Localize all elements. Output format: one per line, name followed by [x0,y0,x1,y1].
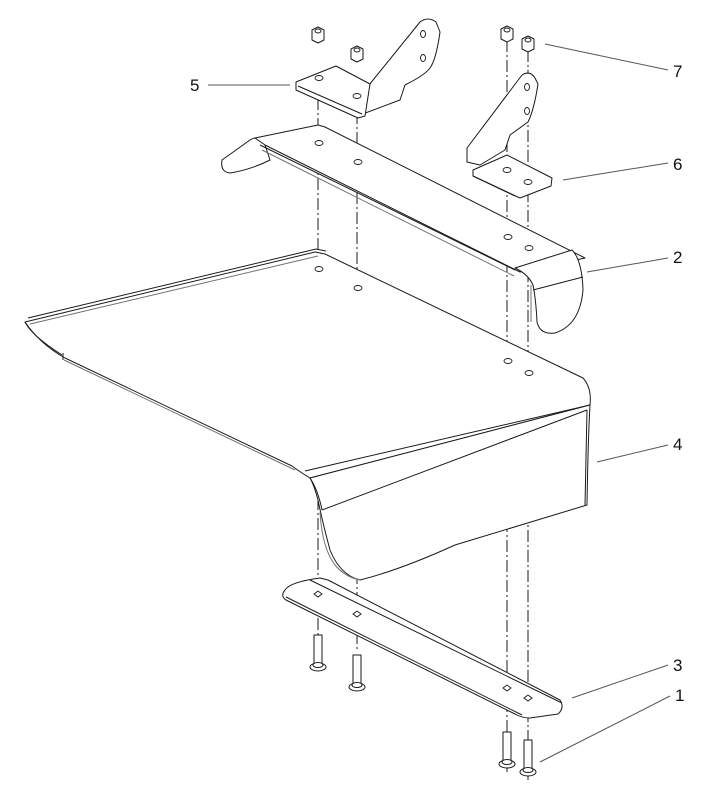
part-5-left-bracket [295,18,441,119]
callout-3: 3 [673,656,682,675]
leader-lines [208,43,671,763]
callout-4: 4 [673,435,682,454]
part-3-lower-strap [282,577,563,719]
callout-labels: 5 7 6 2 4 3 1 [190,62,684,705]
part-7-nuts [311,25,535,63]
part-4-tray [24,248,591,581]
part-6-right-bracket [466,72,553,199]
callout-6: 6 [673,155,682,174]
callout-7: 7 [673,62,682,81]
part-1-bolts [309,634,537,777]
callout-5: 5 [190,76,199,95]
callout-2: 2 [673,248,682,267]
callout-1: 1 [675,686,684,705]
part-2-upper-bar [221,124,586,334]
